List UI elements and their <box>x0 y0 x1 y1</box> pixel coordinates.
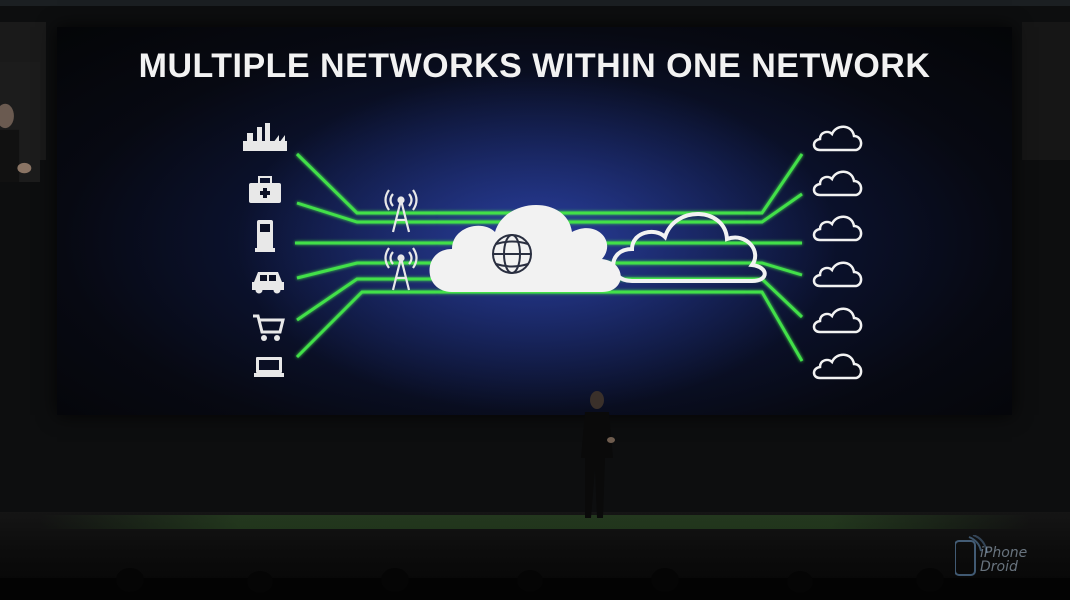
watermark-text: iPhone Droid <box>980 546 1027 574</box>
line-medical <box>296 201 437 224</box>
watermark-line1: iPhone <box>980 545 1028 561</box>
laptop-icon <box>254 357 284 377</box>
globe-cloud-icon <box>429 204 621 292</box>
medical-kit-icon <box>249 176 281 203</box>
cloud-icon <box>812 215 863 242</box>
cloud-icon <box>812 307 863 334</box>
shopping-cart-icon <box>253 314 285 341</box>
car-icon <box>252 272 284 294</box>
presenter-on-stage <box>581 391 615 518</box>
watermark-line2: Droid <box>980 559 1018 575</box>
line-factory <box>295 152 437 215</box>
fuel-pump-icon <box>255 220 275 252</box>
presentation-screen: MULTIPLE NETWORKS WITHIN ONE NETWORK <box>57 27 1012 415</box>
cloud-icon <box>812 170 863 197</box>
cloud-outline-icon <box>611 212 767 283</box>
globe-icon <box>492 234 532 274</box>
audience-silhouettes <box>0 568 1070 600</box>
line-cart <box>296 277 437 322</box>
cloud-icon <box>812 125 863 152</box>
left-side-screen <box>0 22 46 182</box>
watermark-logo-icon <box>955 535 988 576</box>
presenter-closeup <box>0 62 40 182</box>
cloud-icon <box>812 261 863 288</box>
network-diagram <box>237 72 863 412</box>
factory-icon <box>243 123 287 151</box>
cloud-icon <box>812 353 863 380</box>
video-top-bar <box>0 0 1070 6</box>
antenna-icon <box>384 189 418 233</box>
stage-edge-lighting <box>40 515 1030 529</box>
right-side-screen <box>1022 22 1070 160</box>
line-laptop <box>295 290 437 359</box>
antenna-icon <box>384 247 418 291</box>
